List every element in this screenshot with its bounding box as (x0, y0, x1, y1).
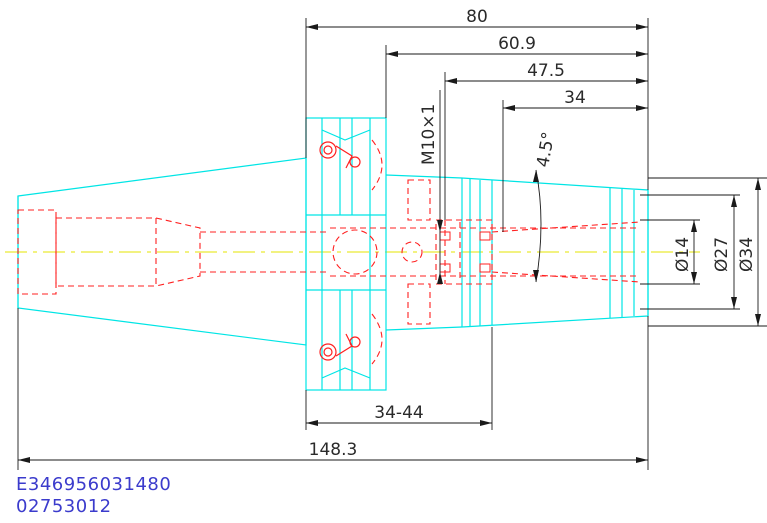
drive-key-bottom (319, 333, 361, 361)
dim-80: 80 (466, 7, 488, 27)
dim-34-44: 34-44 (374, 403, 423, 423)
dim-34: 34 (564, 88, 586, 108)
dim-60-9: 60.9 (498, 34, 536, 54)
dim-angle: 4.5° (533, 130, 559, 168)
arrowheads (18, 24, 761, 463)
dim-47-5: 47.5 (527, 61, 565, 81)
dim-thread: M10×1 (419, 104, 439, 165)
part-code-line2: 02753012 (16, 496, 112, 517)
dimension-lines (17, 18, 767, 470)
dim-dia-34: Ø34 (737, 237, 757, 272)
hidden-features (17, 139, 641, 365)
dim-dia-14: Ø14 (673, 237, 693, 272)
part-code-line1: E346956031480 (16, 474, 172, 495)
drive-key-top (319, 141, 361, 169)
dim-148-3: 148.3 (309, 440, 358, 460)
holder-outline (17, 117, 649, 391)
dim-dia-27: Ø27 (712, 237, 732, 272)
